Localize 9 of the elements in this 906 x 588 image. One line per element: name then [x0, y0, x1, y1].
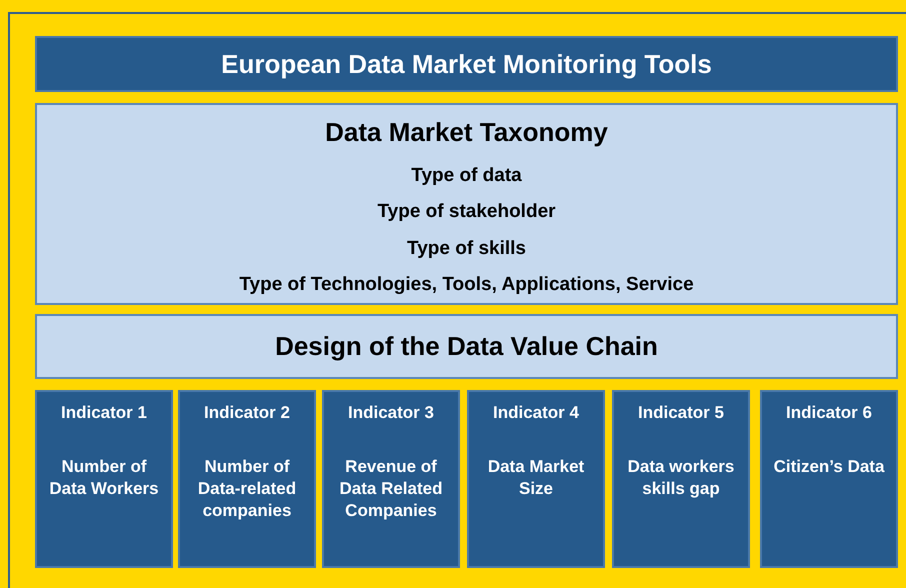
- value-chain-panel: Design of the Data Value Chain: [35, 314, 898, 379]
- indicator-box: Indicator 5 Data workers skills gap: [612, 390, 750, 568]
- indicator-box: Indicator 2 Number of Data-related companies: [178, 390, 316, 568]
- indicator-box: Indicator 3 Revenue of Data Related Companies: [322, 390, 460, 568]
- title-bar: European Data Market Monitoring Tools: [35, 36, 898, 92]
- indicator-box: Indicator 1 Number of Data Workers: [35, 390, 173, 568]
- indicator-box: Indicator 4 Data Market Size: [467, 390, 605, 568]
- indicator-box: Indicator 6 Citizen’s Data: [760, 390, 898, 568]
- taxonomy-panel: Data Market Taxonomy Type of data Type of stakeholder Type of skills Type of Technologies, Tools, Applications, Service: [35, 103, 898, 305]
